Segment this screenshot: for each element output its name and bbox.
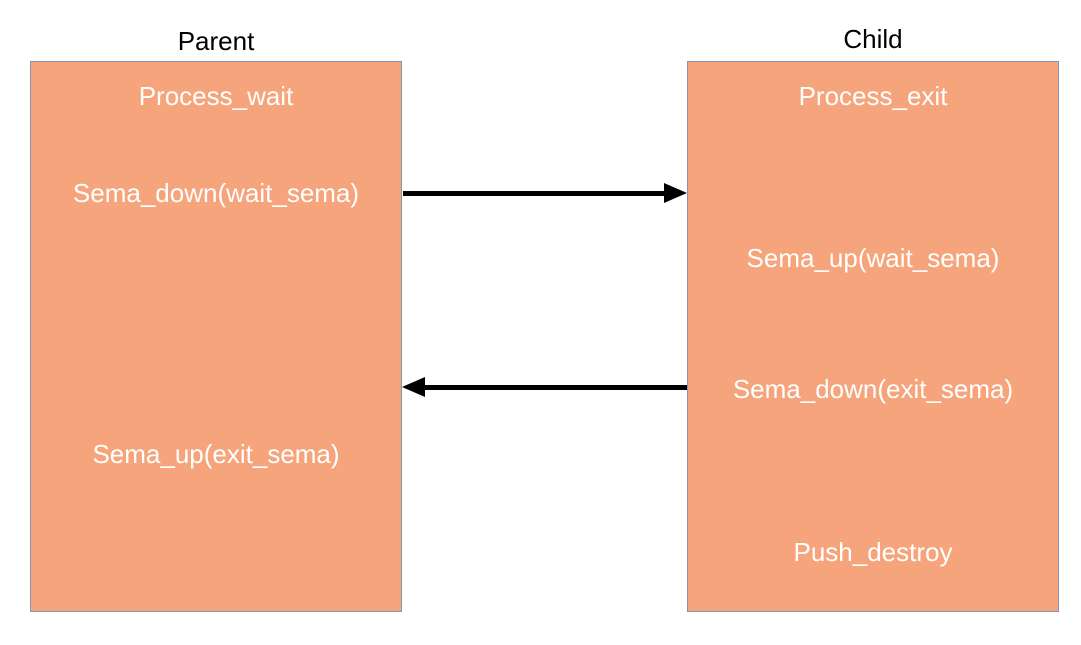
arrow-child-to-parent-line (425, 385, 687, 390)
parent-step-sema-down-wait-sema: Sema_down(wait_sema) (72, 178, 360, 208)
child-step-sema-down-exit-sema: Sema_down(exit_sema) (732, 374, 1014, 404)
child-box-title: Child (843, 24, 903, 54)
parent-box-title: Parent (177, 26, 255, 56)
parent-step-process-wait: Process_wait (138, 81, 294, 111)
child-box: Process_exit Sema_up(wait_sema) Sema_dow… (687, 61, 1059, 612)
child-step-process-exit: Process_exit (798, 81, 948, 111)
arrow-parent-to-child-line (403, 191, 665, 196)
child-step-push-destroy: Push_destroy (793, 537, 953, 567)
arrow-child-to-parent-head (402, 377, 425, 397)
child-step-sema-up-wait-sema: Sema_up(wait_sema) (746, 243, 1000, 273)
parent-step-sema-up-exit-sema: Sema_up(exit_sema) (92, 439, 340, 469)
arrow-parent-to-child-head (664, 183, 687, 203)
parent-box: Process_wait Sema_down(wait_sema) Sema_u… (30, 61, 402, 612)
